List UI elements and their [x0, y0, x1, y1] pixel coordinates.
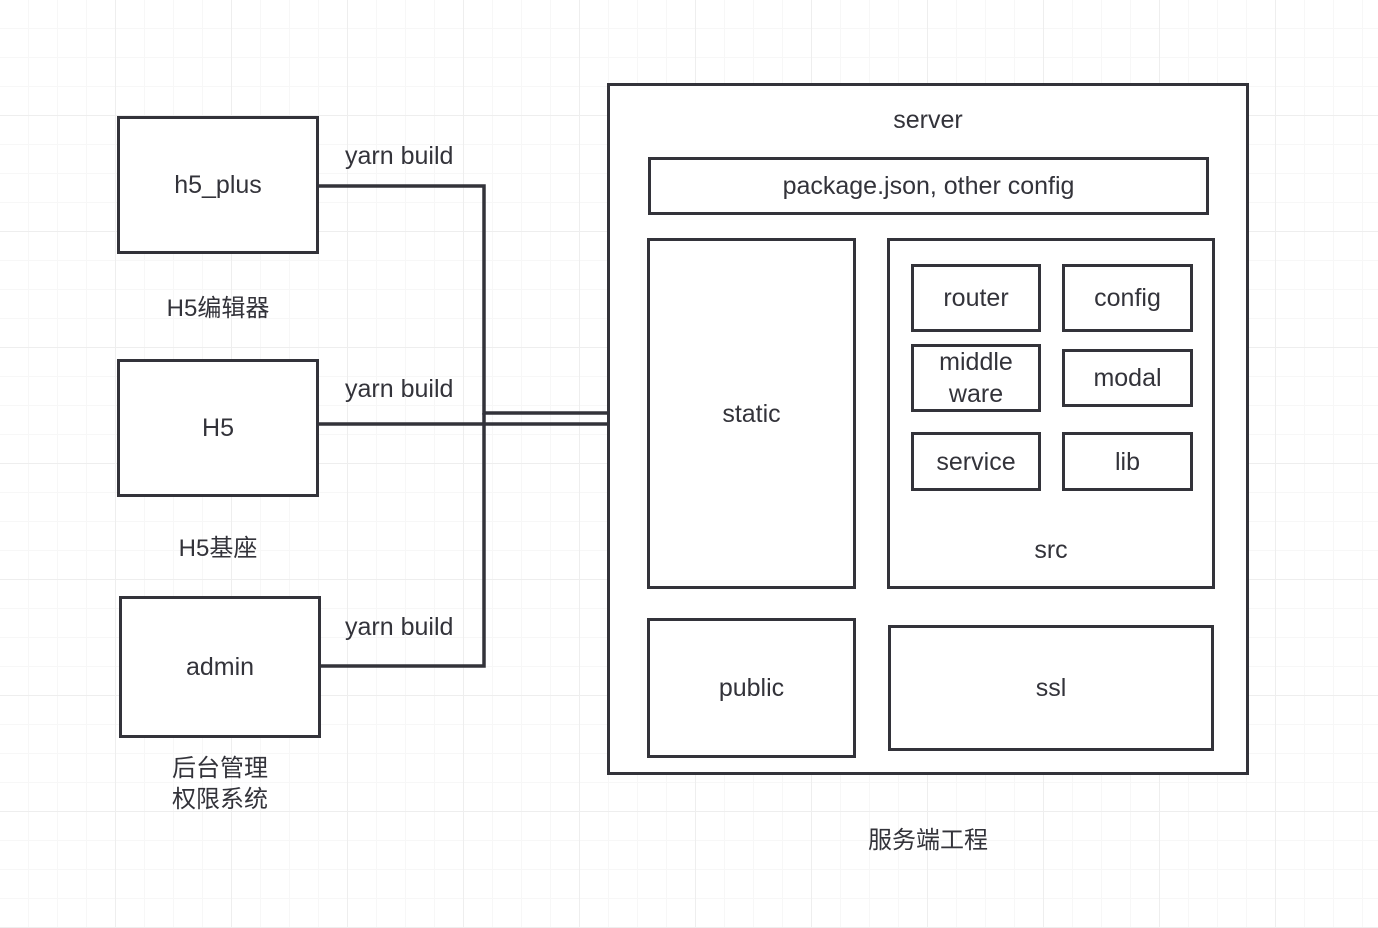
server-static-label: static	[722, 399, 781, 428]
project-box-h5[interactable]: H5	[117, 359, 319, 497]
src-module-label-lib: lib	[1114, 447, 1140, 476]
src-module-lib[interactable]: lib	[1062, 432, 1193, 491]
server-title: server	[893, 106, 963, 134]
src-module-service[interactable]: service	[911, 432, 1041, 491]
server-ssl-box[interactable]: ssl	[888, 625, 1214, 751]
server-static-box[interactable]: static	[647, 238, 856, 589]
project-label-h5: H5	[202, 414, 234, 442]
edge-label-h5: yarn build	[345, 375, 454, 403]
server-public-box[interactable]: public	[647, 618, 856, 758]
project-label-admin: admin	[185, 653, 255, 681]
project-label-h5_plus: h5_plus	[174, 171, 262, 199]
project-caption-h5: H5基座	[178, 535, 258, 562]
server-config-box[interactable]: package.json, other config	[648, 157, 1209, 215]
src-module-config[interactable]: config	[1062, 264, 1193, 332]
server-caption: 服务端工程	[868, 827, 988, 854]
src-module-label-middleware: middle ware	[939, 348, 1013, 408]
project-box-h5_plus[interactable]: h5_plus	[117, 116, 319, 254]
project-caption-h5_plus: H5编辑器	[166, 295, 270, 322]
src-module-label-config: config	[1094, 284, 1161, 312]
server-config-label: package.json, other config	[782, 172, 1075, 200]
src-module-label-router: router	[943, 284, 1009, 312]
edge-label-admin: yarn build	[345, 613, 454, 641]
src-module-router[interactable]: router	[911, 264, 1041, 332]
server-ssl-label: ssl	[1035, 674, 1067, 702]
src-module-label-modal: modal	[1093, 364, 1162, 392]
src-module-label-service: service	[936, 447, 1016, 476]
project-box-admin[interactable]: admin	[119, 596, 321, 738]
server-public-label: public	[718, 674, 785, 702]
edge-label-h5_plus: yarn build	[345, 142, 454, 170]
src-module-middleware[interactable]: middle ware	[911, 344, 1041, 412]
src-title: src	[1034, 536, 1068, 564]
project-caption-admin: 后台管理 权限系统	[172, 755, 268, 814]
src-module-modal[interactable]: modal	[1062, 349, 1193, 407]
